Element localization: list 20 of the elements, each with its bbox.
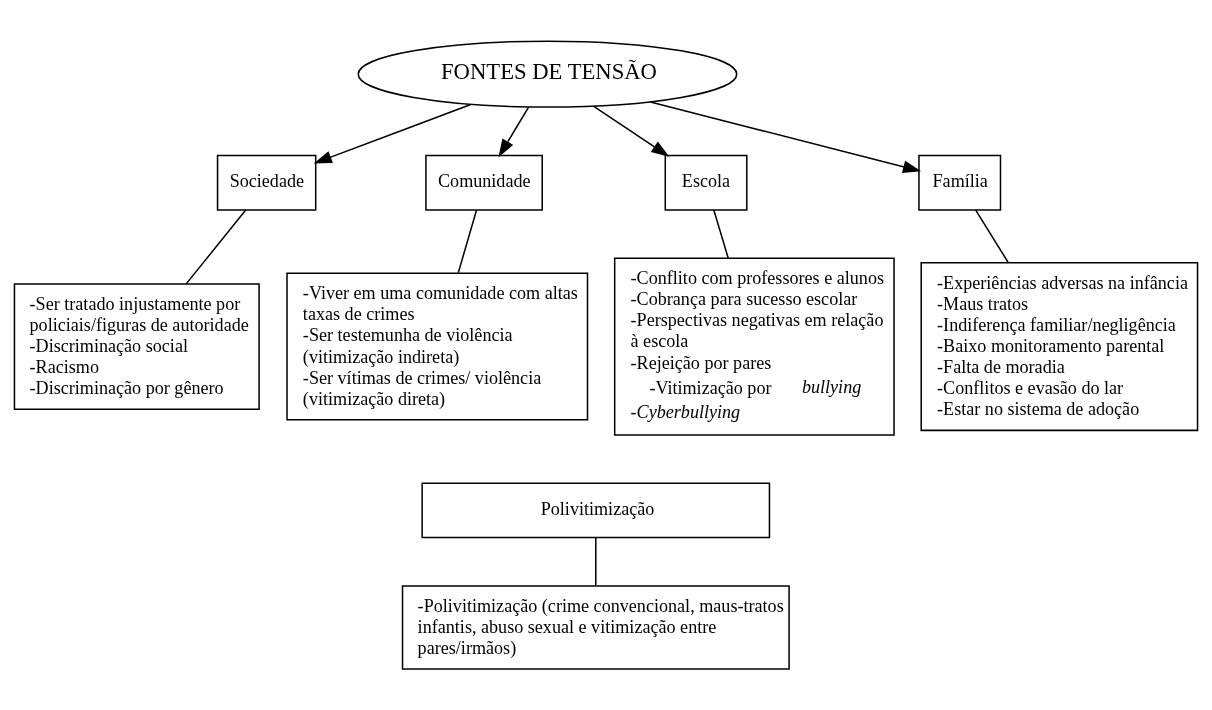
node-box: -Viver em uma comunidade com altas taxas de crimes -Ser testemunha de violência (vitimização indireta) -Ser vítimas de crimes/ violência (vitimização direta) [286, 272, 589, 421]
connector [185, 209, 247, 285]
node-box: -Ser tratado injustamente por policiais/figuras de autoridade -Discriminação social -Racismo -Discriminação por gênero [13, 283, 260, 410]
connector [457, 209, 478, 274]
connector [713, 209, 729, 259]
node-box: -Conflito com professores e alunos -Cobrança para sucesso escolar -Perspectivas negativas em relação à escola -Rejeição por pares -Vitimização por bullying -Cyberbullying [613, 257, 895, 436]
arrow [649, 101, 922, 173]
arrow [313, 103, 472, 164]
node-box: -Polivitimização (crime convencional, maus-tratos infantis, abuso sexual e vitimização entre pares/irmãos) [401, 585, 790, 670]
connector [974, 209, 1009, 263]
node-box: Sociedade [216, 154, 317, 211]
node-box: Escola [664, 154, 748, 211]
arrow [498, 106, 530, 158]
node-box: Família [918, 154, 1002, 211]
node-box: Polivitimização [421, 482, 771, 539]
node-ellipse: FONTES DE TENSÃO [357, 40, 738, 108]
connector [595, 537, 597, 587]
arrow [593, 105, 670, 157]
node-box: Comunidade [425, 154, 543, 211]
node-box: -Experiências adversas na infância -Maus tratos -Indiferença familiar/negligência -Baixo monitoramento parental -Falta de moradia -Conflitos e evasão do lar -Estar no sistema de adoção [920, 262, 1199, 432]
